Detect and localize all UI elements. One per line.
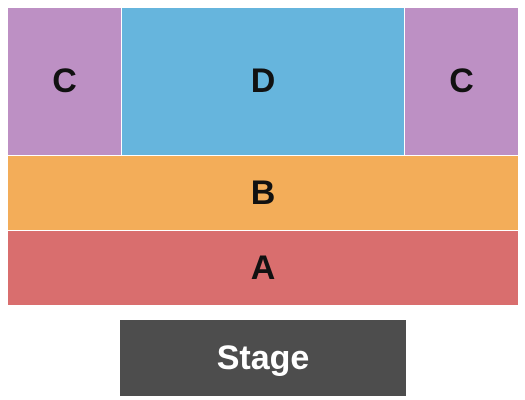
- stage: Stage: [120, 320, 406, 396]
- stage-label: Stage: [216, 338, 310, 377]
- section-a-label: A: [250, 248, 276, 287]
- section-c-left[interactable]: C: [8, 8, 121, 155]
- section-b[interactable]: B: [8, 156, 518, 230]
- section-c-right-label: C: [449, 62, 474, 100]
- section-c-right[interactable]: C: [405, 8, 518, 155]
- section-c-left-label: C: [52, 62, 77, 100]
- section-b-label: B: [250, 173, 276, 212]
- section-a[interactable]: A: [8, 231, 518, 305]
- section-d-label: D: [250, 62, 276, 100]
- section-d[interactable]: D: [122, 8, 404, 155]
